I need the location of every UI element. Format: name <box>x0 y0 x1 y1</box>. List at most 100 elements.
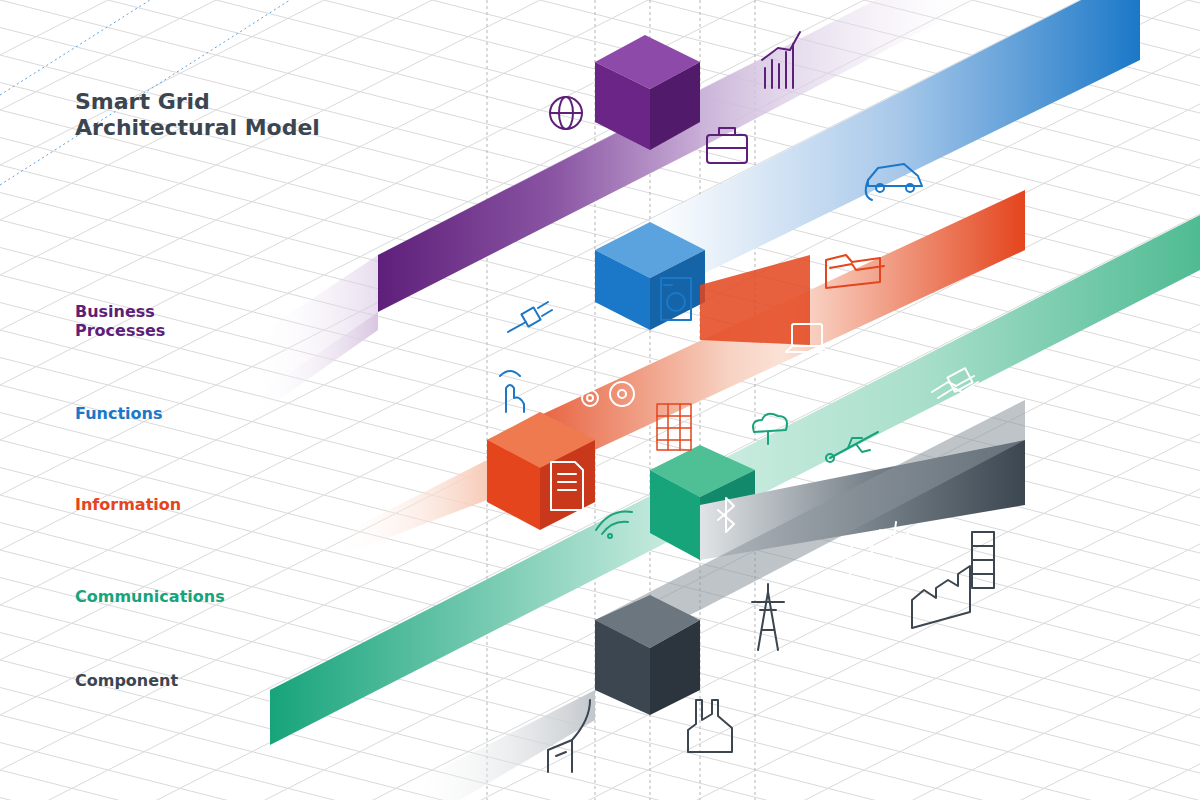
layer-icons-part-part <box>848 438 862 448</box>
layer-icons-part-part <box>752 601 784 603</box>
business-layer-band-part <box>250 255 378 400</box>
layer-icons-part-part <box>657 415 691 417</box>
layer-icons-part-part <box>893 538 895 572</box>
layer-label: Communications <box>75 588 255 607</box>
layer-icons-part <box>826 255 884 288</box>
layer-icons-part-part <box>657 439 691 441</box>
layer-icons-part <box>550 97 582 129</box>
layer-icons-part <box>551 462 583 510</box>
business-layer-band <box>250 0 1000 420</box>
background-grid-part <box>0 0 150 95</box>
layer-icons-part-part <box>771 60 773 88</box>
component-layer-band <box>400 400 1025 800</box>
layer-icons-part-part <box>596 511 632 530</box>
layer-icons-part-part <box>550 112 582 114</box>
layer-icons-part <box>932 368 978 398</box>
layer-icons-part-part <box>753 414 787 432</box>
diagram-title: Smart Grid Architectural Model <box>75 89 337 141</box>
component-layer-band-part <box>595 400 1025 660</box>
layer-icons-part-part <box>758 592 778 650</box>
layer-icons-part-part <box>972 559 994 561</box>
layer-icons-part-part <box>500 371 520 376</box>
layer-icons-part-part <box>587 395 593 401</box>
layer-icons-part-part <box>667 293 685 311</box>
component-layer-band-part <box>650 620 700 715</box>
information-layer-band-part <box>330 460 487 560</box>
layer-icons-part <box>661 278 691 320</box>
layer-icons-part-part <box>786 346 828 352</box>
layer-icons-part-part <box>548 740 572 772</box>
layer-icons-part-part <box>679 404 681 450</box>
layer-icons-part-part <box>850 544 852 560</box>
business-layer-band-part <box>595 62 650 150</box>
layer-icons-part <box>657 404 691 450</box>
layer-icons-part-part <box>538 302 548 308</box>
information-layer-band-part <box>487 440 540 530</box>
layer-icons-part <box>786 324 828 352</box>
layer-icons-part <box>836 522 908 590</box>
layer-icons-part-part <box>556 752 566 756</box>
layer-icons-part-part <box>767 432 769 444</box>
communication-layer-band-part <box>650 470 700 560</box>
layer-icons-part-part <box>778 64 780 88</box>
layer-icons-part-part <box>667 404 669 450</box>
layer-icons-part <box>582 382 634 406</box>
layer-icons-part-part <box>707 135 747 163</box>
layer-icons-part-part <box>521 307 540 326</box>
component-layer-band-part <box>400 690 595 800</box>
layer-icons-part-part <box>657 404 691 450</box>
layer-icons-part-part <box>508 322 526 332</box>
layer-icons-part-part <box>707 147 747 149</box>
layer-icons-part-part <box>792 44 794 88</box>
layer-icons-part-part <box>826 255 880 288</box>
layer-icons-part-part <box>972 573 994 575</box>
layer-icons-part-part <box>792 324 822 346</box>
layer-icons-part <box>866 164 922 200</box>
layer-icons-part-part <box>830 264 884 270</box>
communication-layer-band-part <box>270 215 1200 745</box>
layer-icons-part-part <box>610 382 634 406</box>
background-grid-part <box>487 0 488 800</box>
background-grid-part <box>755 0 756 800</box>
layer-icons-part-part <box>872 544 886 548</box>
layer-icons-part-part <box>618 390 626 398</box>
layer-icons-part-part <box>871 548 873 582</box>
component-layer-band-part <box>595 620 650 715</box>
layer-icons-part-part <box>719 128 735 135</box>
layer-icons-part <box>548 700 590 772</box>
layer-icons-part-part <box>657 427 691 429</box>
layer-icons-part-part <box>850 556 864 560</box>
layer-icons-part-part <box>572 700 590 740</box>
layer-icons-part <box>508 302 552 332</box>
layer-icons-part-part <box>866 180 872 200</box>
layer-icons-part-part <box>906 184 914 192</box>
layer-icons-part-part <box>858 540 872 548</box>
layer-icons-part-part <box>551 462 583 510</box>
layer-icons-part-part <box>558 481 576 483</box>
layer-icons-part-part <box>582 390 598 406</box>
layer-icons-part-part <box>558 473 576 475</box>
layer-icons-part-part <box>868 164 922 186</box>
function-layer-band-part <box>595 250 650 330</box>
layer-icons-part <box>753 414 787 444</box>
information-layer-band-part <box>540 440 595 530</box>
layer-icons-part-part <box>558 489 576 491</box>
information-layer-band-part <box>700 255 810 345</box>
layer-icons-part-part <box>830 432 878 458</box>
layer-icons-part-part <box>661 278 691 320</box>
layer-icons-part-part <box>688 700 732 752</box>
layer-icons-part <box>752 584 784 650</box>
layer-icons-part <box>912 532 994 628</box>
layer-icons-part-part <box>664 284 672 286</box>
layer-icons-part-part <box>718 498 734 532</box>
layer-icons-part-part <box>894 522 896 538</box>
layer-icons-part-part <box>826 454 834 462</box>
layer-icons-part-part <box>836 552 850 560</box>
layer-label: Information <box>75 496 255 515</box>
layer-icons-part-part <box>947 368 972 392</box>
layer-icons-part-part <box>972 545 994 547</box>
layer-icons-part <box>826 432 878 462</box>
layer-icons-part <box>596 511 632 538</box>
